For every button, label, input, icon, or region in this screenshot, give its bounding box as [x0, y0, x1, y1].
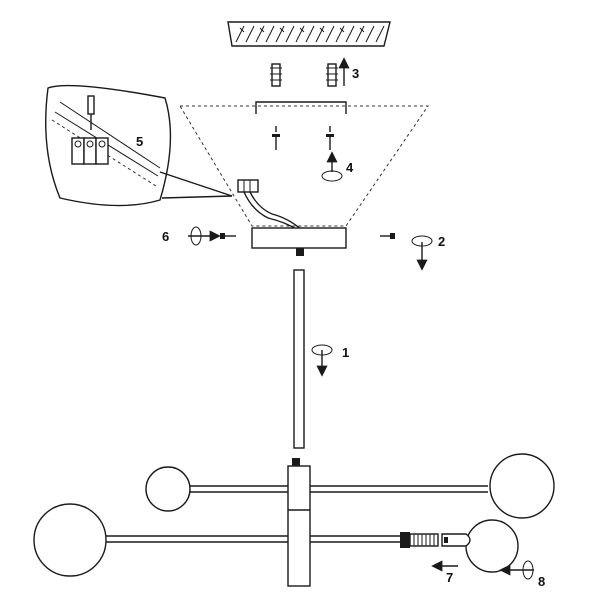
mounting-bracket [255, 101, 347, 114]
step-6-label: 6 [162, 229, 169, 244]
globe-upper-right [489, 453, 555, 519]
step-2-label: 2 [438, 234, 445, 249]
step-8-label: 8 [538, 574, 545, 589]
step-1-label: 1 [342, 345, 349, 360]
light-bulb [441, 533, 471, 547]
ceiling [227, 21, 391, 47]
side-screw-left [220, 233, 236, 239]
wall-anchor-left [270, 63, 282, 87]
screw-left [272, 126, 280, 150]
arm-upper-left [188, 485, 288, 493]
screw-right [326, 126, 334, 150]
step-4-label: 4 [346, 160, 354, 175]
step-5-label: 5 [136, 134, 143, 149]
canopy-plate [251, 227, 347, 249]
arm-lower-left [106, 535, 288, 543]
globe-lower-left [33, 503, 107, 577]
rotate-icon [190, 226, 202, 246]
globe-lower-right [465, 519, 519, 573]
canopy-nipple [296, 248, 304, 256]
side-screw-right [380, 233, 395, 239]
step-3-label: 3 [352, 66, 359, 81]
arm-lower-right [310, 535, 402, 543]
globe-upper-left [145, 466, 191, 512]
terminal-block-callout [45, 84, 233, 207]
arm-upper-right [310, 485, 488, 493]
step-7-label: 7 [446, 570, 453, 585]
wire-connector [237, 179, 303, 231]
wall-anchor-right [326, 63, 338, 87]
fixture-body [287, 458, 311, 587]
extension-rod [293, 269, 305, 449]
rotate-icon [321, 170, 343, 182]
bulb-socket [400, 532, 439, 548]
canopy-outline [179, 105, 429, 227]
